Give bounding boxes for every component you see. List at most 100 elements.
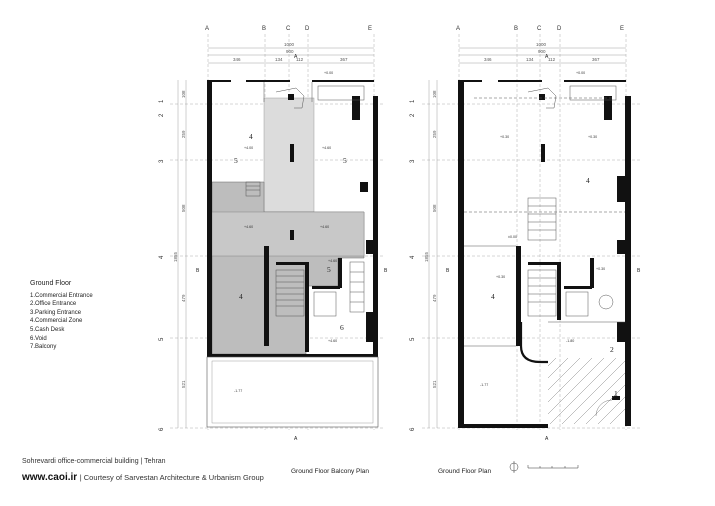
r-grid-row-5: 5 bbox=[410, 337, 416, 341]
legend-item: 4.Commercial Zone bbox=[30, 318, 83, 325]
scale-bar bbox=[527, 465, 579, 469]
grid-row-5: 5 bbox=[159, 337, 165, 341]
dim-side-5: 521 bbox=[181, 380, 186, 388]
r-grid-row-6: 6 bbox=[410, 427, 416, 431]
right-grid-columns: A B C D E bbox=[456, 26, 624, 32]
right-plan-title: Ground Floor Plan bbox=[438, 468, 492, 475]
dim-seg-2: 134 bbox=[275, 57, 283, 62]
right-side-dimension-text: 108 259 508 479 521 1855 bbox=[424, 90, 437, 388]
right-grid-lines bbox=[422, 34, 640, 430]
r-grid-col-c: C bbox=[537, 26, 542, 32]
site-link[interactable]: www.caoi.ir bbox=[22, 472, 78, 483]
right-entrance-curve bbox=[519, 322, 548, 364]
dim-side-total: 1855 bbox=[173, 251, 178, 262]
grid-row-6: 6 bbox=[159, 427, 165, 431]
right-levels: +0.00 +0.30 +0.30 +0.30 +0.30 ±0.00 -1.7… bbox=[480, 71, 605, 387]
left-level-4: +4.60 bbox=[244, 225, 253, 229]
left-level-5: +4.60 bbox=[320, 225, 329, 229]
left-top-dimensions bbox=[208, 47, 374, 64]
r-dim-side-3: 508 bbox=[432, 204, 437, 212]
left-section-marks: A A B B bbox=[196, 54, 388, 442]
credit-line: www.caoi.ir | Courtesy of Sarvestan Arch… bbox=[22, 472, 264, 483]
right-walls bbox=[458, 80, 631, 428]
grid-col-c: C bbox=[286, 26, 291, 32]
dim-side-3: 508 bbox=[181, 204, 186, 212]
left-level-7: +4.60 bbox=[328, 339, 337, 343]
credit-text: | Courtesy of Sarvestan Architecture & U… bbox=[79, 473, 264, 482]
right-side-dimensions bbox=[428, 80, 438, 428]
grid-row-3: 3 bbox=[159, 159, 165, 163]
balcony-outline bbox=[206, 356, 379, 428]
legend-item: 6.Void bbox=[30, 335, 47, 342]
dim-overall: 1000 bbox=[284, 42, 295, 47]
r-dim-seg-2: 134 bbox=[526, 57, 534, 62]
right-section-marks: A A B B bbox=[446, 54, 641, 442]
left-levels: +0.00 +4.00 +4.60 +4.60 +4.60 +4.60 +4.6… bbox=[234, 71, 337, 393]
right-level-2: +0.30 bbox=[500, 135, 509, 139]
legend-item: 3.Parking Entrance bbox=[30, 309, 82, 316]
dim-seg-1: 346 bbox=[233, 57, 241, 62]
right-room-4-upper: 4 bbox=[586, 176, 590, 185]
left-grid-rows: 1 2 3 4 5 6 bbox=[159, 99, 165, 431]
dim-seg-4: 367 bbox=[340, 57, 348, 62]
r-grid-col-e: E bbox=[620, 26, 624, 32]
right-top-dimension-text: 1000 900 346 134 112 367 bbox=[484, 42, 600, 62]
grid-row-4: 4 bbox=[159, 255, 165, 259]
left-room-5-b: 5 bbox=[343, 156, 347, 165]
left-room-numbers: 4 5 5 4 5 6 bbox=[234, 132, 347, 332]
left-top-dimension-text: 1000 900 346 134 112 367 bbox=[233, 42, 348, 62]
right-room-4-lower: 4 bbox=[491, 292, 495, 301]
legend-item: 7.Balcony bbox=[30, 344, 57, 351]
r-grid-col-d: D bbox=[557, 26, 562, 32]
r-dim-side-1: 108 bbox=[432, 90, 437, 98]
left-level-3: +4.60 bbox=[322, 146, 331, 150]
r-dim-overall: 1000 bbox=[536, 42, 547, 47]
left-inner-lines bbox=[245, 82, 365, 317]
legend-heading: Ground Floor bbox=[30, 280, 72, 287]
left-walls bbox=[207, 80, 378, 357]
right-top-dimensions bbox=[459, 47, 626, 64]
left-level-2: +4.00 bbox=[244, 146, 253, 150]
right-section-a-bottom: A bbox=[545, 436, 549, 442]
dim-side-1: 108 bbox=[181, 90, 186, 98]
left-room-4-top: 4 bbox=[249, 132, 253, 141]
left-room-5-a: 5 bbox=[234, 156, 238, 165]
right-section-b-right: B bbox=[637, 268, 641, 274]
r-dim-second: 900 bbox=[538, 49, 546, 54]
left-level-8: -1.77 bbox=[234, 389, 242, 393]
grid-row-2: 2 bbox=[159, 113, 165, 117]
legend-item: 1.Commercial Entrance bbox=[30, 292, 93, 299]
right-room-2: 2 bbox=[610, 345, 614, 354]
right-room-1: 1 bbox=[614, 389, 618, 398]
right-section-a-top: A bbox=[545, 54, 549, 60]
right-level-7: -1.77 bbox=[480, 383, 488, 387]
left-level-6: +4.60 bbox=[328, 259, 337, 263]
r-grid-col-a: A bbox=[456, 26, 460, 32]
legend: Ground Floor 1.Commercial Entrance 2.Off… bbox=[30, 280, 93, 352]
r-grid-row-1: 1 bbox=[410, 99, 416, 103]
r-dim-seg-1: 346 bbox=[484, 57, 492, 62]
r-grid-row-4: 4 bbox=[410, 255, 416, 259]
r-dim-side-4: 479 bbox=[432, 294, 437, 302]
r-grid-row-3: 3 bbox=[410, 159, 416, 163]
dim-side-2: 259 bbox=[181, 130, 186, 138]
grid-col-d: D bbox=[305, 26, 310, 32]
left-room-6-void: 6 bbox=[340, 323, 344, 332]
r-dim-side-5: 521 bbox=[432, 380, 437, 388]
left-section-a-top: A bbox=[294, 54, 298, 60]
left-room-4-main: 4 bbox=[239, 292, 243, 301]
r-dim-seg-4: 367 bbox=[592, 57, 600, 62]
grid-col-b: B bbox=[262, 26, 266, 32]
right-level-5: +0.30 bbox=[596, 267, 605, 271]
left-section-a-bottom: A bbox=[294, 436, 298, 442]
balcony-inner bbox=[211, 360, 374, 424]
right-level-3: +0.30 bbox=[588, 135, 597, 139]
dim-seg-3: 112 bbox=[296, 57, 304, 62]
left-level-1: +0.00 bbox=[324, 71, 333, 75]
left-section-b-left: B bbox=[196, 268, 200, 274]
left-plan-title: Ground Floor Balcony Plan bbox=[291, 468, 370, 475]
grid-col-a: A bbox=[205, 26, 209, 32]
right-level-8: -1.80 bbox=[566, 339, 574, 343]
left-plan: A B C D E 1000 900 346 bbox=[159, 26, 388, 442]
